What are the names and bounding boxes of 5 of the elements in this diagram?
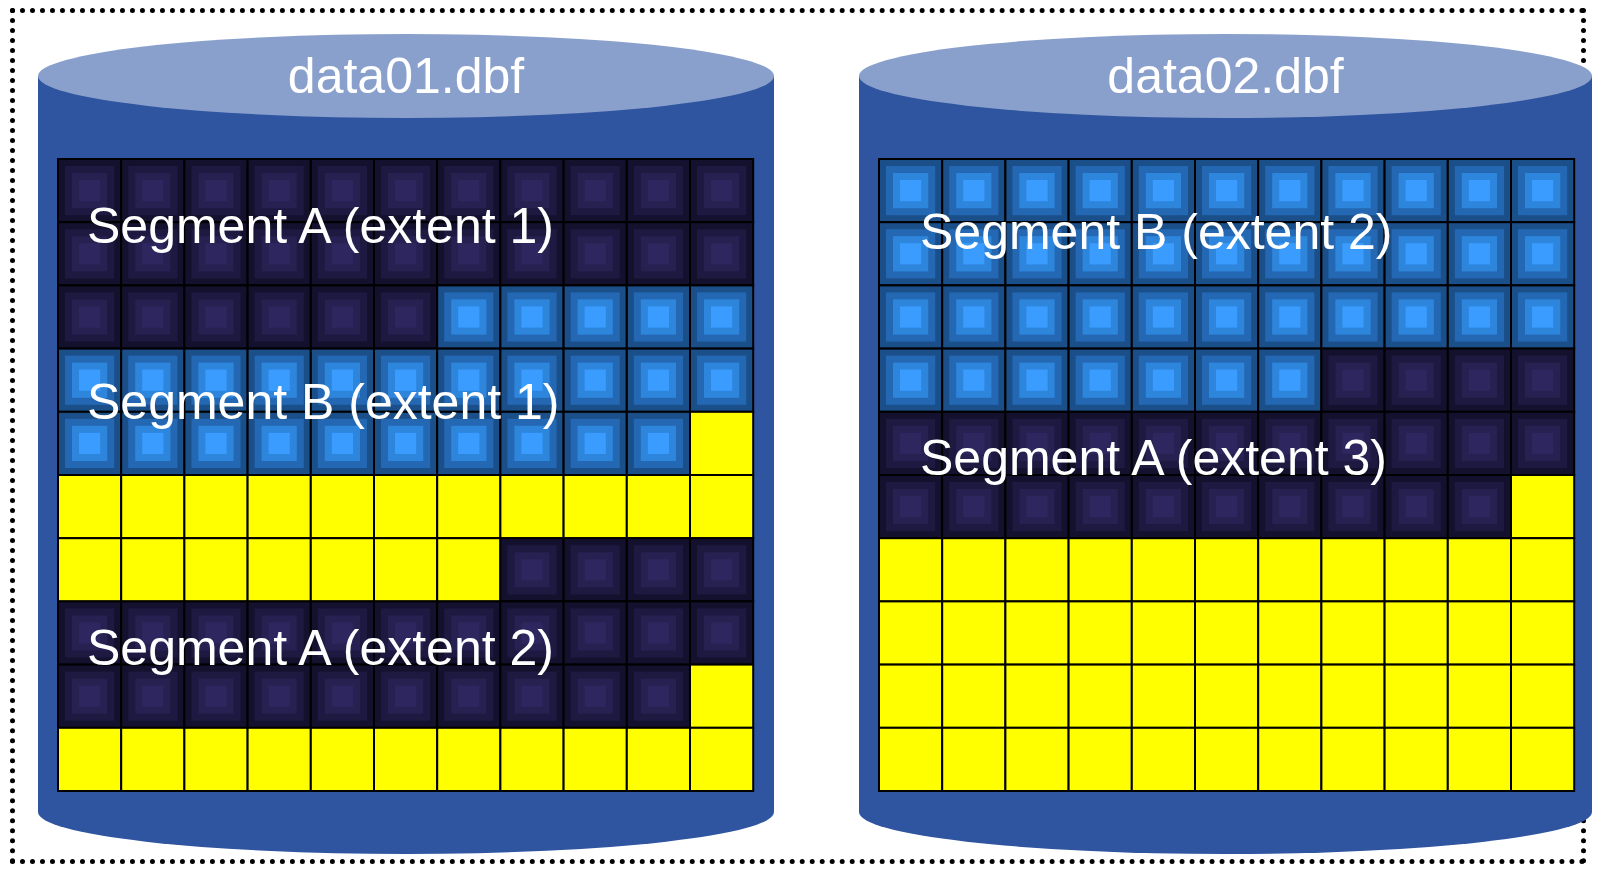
file-name: data02.dbf xyxy=(1107,48,1344,104)
segment-label: Segment A (extent 2) xyxy=(87,620,554,676)
segment-label: Segment A (extent 1) xyxy=(87,198,554,254)
segment-label: Segment A (extent 3) xyxy=(920,430,1387,486)
file-name: data01.dbf xyxy=(287,48,525,104)
